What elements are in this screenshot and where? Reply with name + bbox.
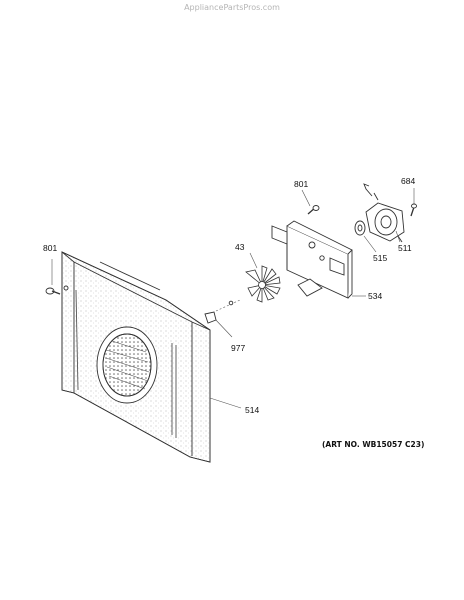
fan-motor [363, 183, 405, 243]
screw-motor [410, 188, 417, 217]
callout-515: 515 [373, 253, 388, 263]
leader-514 [209, 397, 242, 409]
callout-801-left: 801 [43, 243, 58, 253]
watermark: AppliancePartsPros.com [184, 3, 280, 12]
fan-grille [96, 326, 158, 404]
art-number: (ART NO. WB15057 C23) [322, 440, 425, 449]
nut [204, 299, 241, 338]
motor-bracket [271, 220, 366, 299]
screw-left [45, 259, 61, 295]
fan-blade [245, 252, 281, 303]
screw-top [301, 189, 320, 215]
callout-801-top: 801 [294, 179, 309, 189]
callout-534: 534 [368, 291, 383, 301]
callout-977: 977 [231, 343, 246, 353]
callout-511: 511 [398, 243, 412, 253]
washer [354, 220, 377, 253]
callout-684: 684 [401, 176, 416, 186]
callout-43: 43 [235, 242, 245, 252]
callout-514: 514 [245, 405, 260, 415]
